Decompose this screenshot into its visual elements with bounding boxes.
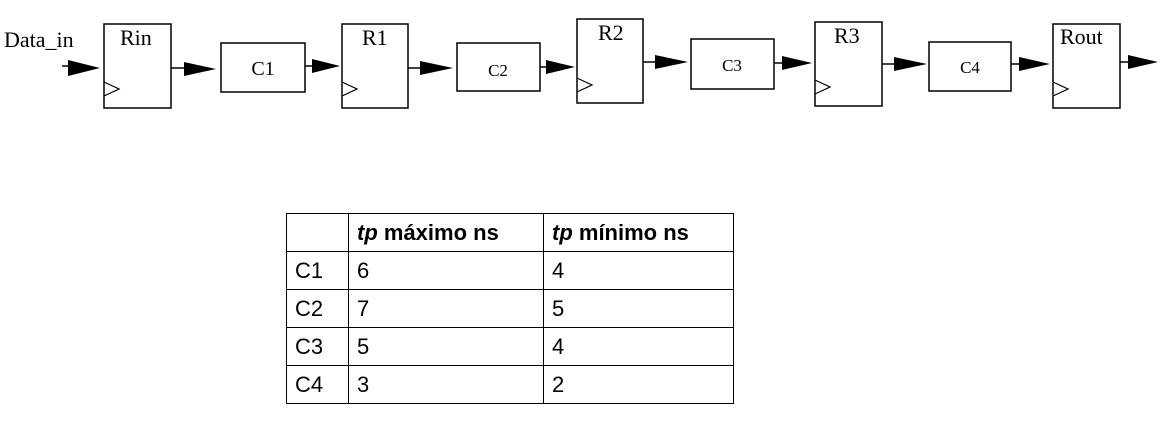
arrow-r3-c4 [894, 57, 927, 71]
comb-block-c4-label: C4 [960, 58, 980, 77]
row-block-cell: C4 [286, 365, 349, 404]
arrow-data-in [68, 60, 100, 76]
register-r3: R3 [814, 21, 883, 107]
arrow-c2-r2 [546, 60, 575, 74]
row-block-cell: C2 [286, 289, 349, 328]
register-rin-label: Rin [120, 25, 152, 50]
header-max-cell: tp máximo ns [348, 213, 544, 252]
comb-block-c2-label: C2 [488, 61, 508, 80]
register-rout-label: Rout [1060, 24, 1103, 49]
arrow-rin-c1 [184, 62, 216, 76]
header-min-tp: tp [552, 219, 573, 245]
register-r3-label: R3 [834, 23, 860, 48]
register-rin: Rin [103, 23, 172, 109]
comb-block-c3: C3 [690, 38, 775, 90]
arrow-rout-out [1128, 55, 1158, 69]
header-max-tp: tp [357, 219, 378, 245]
comb-block-c1: C1 [220, 42, 306, 93]
register-r1: R1 [341, 23, 409, 109]
row-max-cell: 7 [348, 289, 544, 328]
row-block-cell: C3 [286, 327, 349, 366]
row-min-cell: 5 [543, 289, 734, 328]
propagation-delay-table: tp máximo ns tp mínimo ns C1 6 4 C2 7 5 … [286, 213, 734, 404]
table-header-row: tp máximo ns tp mínimo ns [286, 213, 734, 252]
header-corner-cell [286, 213, 349, 252]
pipeline-diagram: Data_in Rin R1 R2 R3 Rout [4, 18, 1158, 109]
signal-arrows [62, 55, 1158, 76]
table-row: C1 6 4 [286, 251, 734, 290]
table-row: C3 5 4 [286, 327, 734, 366]
arrow-c4-rout [1019, 57, 1050, 71]
register-rout: Rout [1052, 23, 1121, 109]
row-max-cell: 5 [348, 327, 544, 366]
row-min-cell: 4 [543, 251, 734, 290]
table-row: C4 3 2 [286, 365, 734, 404]
table-row: C2 7 5 [286, 289, 734, 328]
header-max-label: máximo ns [377, 219, 499, 245]
register-r2: R2 [576, 18, 644, 104]
arrow-c1-r1 [312, 59, 340, 73]
comb-block-c4: C4 [928, 41, 1012, 92]
header-min-cell: tp mínimo ns [543, 213, 734, 252]
data-in-label: Data_in [4, 27, 74, 52]
comb-block-c3-label: C3 [722, 56, 742, 75]
arrow-c3-r3 [782, 56, 812, 70]
register-r2-label: R2 [598, 20, 624, 45]
comb-block-c1-label: C1 [251, 58, 274, 80]
arrow-r1-c2 [420, 61, 453, 75]
row-min-cell: 4 [543, 327, 734, 366]
row-min-cell: 2 [543, 365, 734, 404]
header-min-label: mínimo ns [572, 219, 689, 245]
comb-block-c2: C2 [456, 42, 541, 92]
arrow-r2-c3 [655, 55, 688, 69]
register-r1-label: R1 [362, 25, 388, 50]
row-max-cell: 6 [348, 251, 544, 290]
row-block-cell: C1 [286, 251, 349, 290]
row-max-cell: 3 [348, 365, 544, 404]
